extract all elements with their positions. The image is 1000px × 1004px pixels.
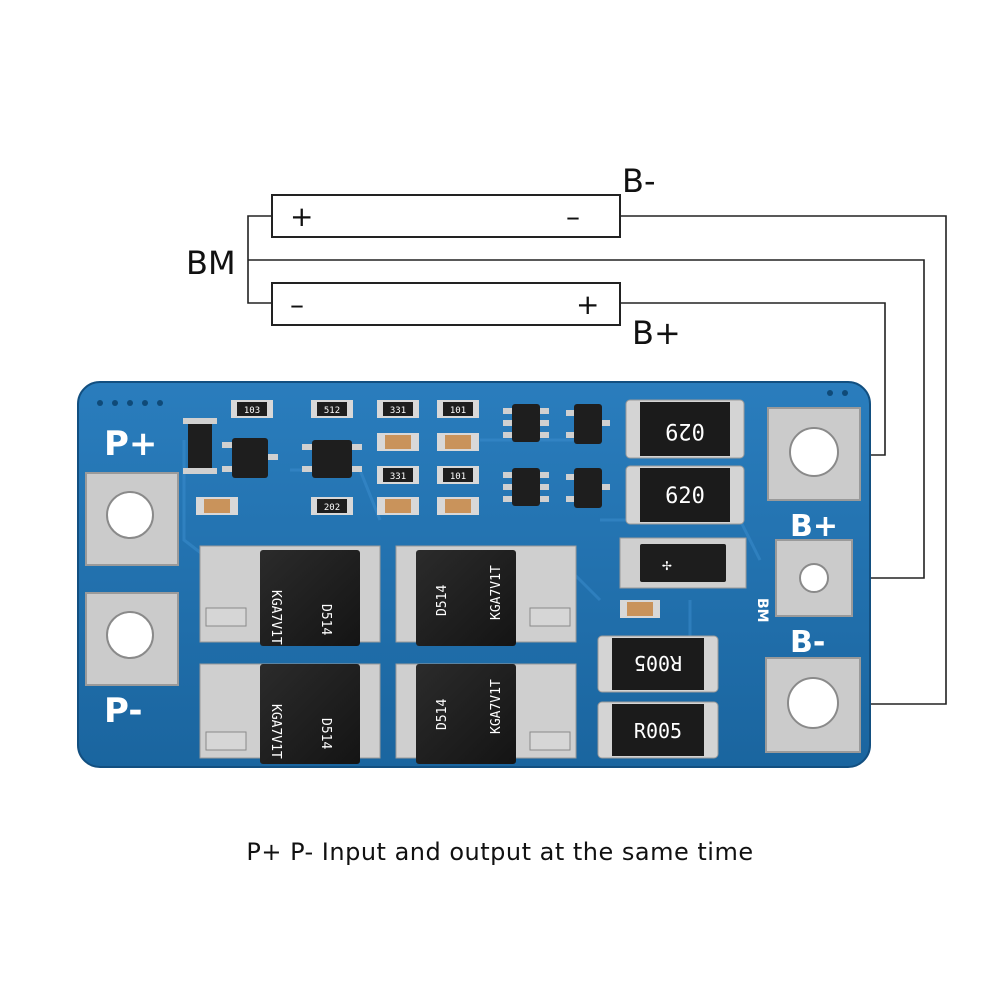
resistor-row-top: 103 512 331 101 [231, 400, 479, 418]
cell-top-minus: – [566, 200, 580, 233]
cell-bottom-plus: + [576, 288, 599, 321]
silk-p-minus: P- [104, 691, 142, 731]
mosfet-bottom-left: KGA7V1T D514 [199, 663, 381, 764]
wire-b-minus [620, 215, 947, 705]
pcb-board: P+ P- B+ B- BM 103 512 [77, 381, 871, 768]
mosfet-br-code: KGA7V1T [489, 679, 504, 734]
battery-cell-bottom: – + [271, 282, 621, 326]
resistor-r7: 202 [324, 503, 340, 513]
mosfet-br-date: D514 [435, 699, 450, 730]
mosfet-tl-code: KGA7V1T [268, 590, 283, 645]
shunt-029: 029 [625, 399, 745, 459]
silk-p-plus: P+ [104, 424, 157, 464]
pad-b-minus [765, 657, 861, 753]
resistor-r2: 512 [324, 406, 340, 416]
mosfet-tl-date: D514 [318, 604, 333, 635]
shunt-029-label: 029 [665, 418, 705, 443]
shunt-620-label: 620 [665, 484, 705, 509]
diode: ✢ [619, 537, 747, 589]
silk-bm: BM [754, 598, 770, 623]
capacitors [196, 433, 660, 618]
mosfet-bl-code: KGA7V1T [268, 704, 283, 759]
label-bm: BM [186, 244, 236, 282]
mosfet-bottom-right: D514 KGA7V1T [395, 663, 577, 764]
pad-b-plus [767, 407, 861, 501]
mosfet-top-right: D514 KGA7V1T [395, 545, 577, 646]
label-b-plus: B+ [632, 314, 681, 352]
mosfet-top-left: KGA7V1T D514 [199, 545, 381, 646]
silk-b-minus: B- [790, 625, 825, 660]
svg-text:✢: ✢ [662, 555, 672, 574]
shunt-r005-upper-label: R005 [634, 651, 682, 675]
shunt-620: 620 [625, 465, 745, 525]
wire-bm [248, 259, 925, 579]
shunt-r005-upper: R005 [597, 635, 719, 693]
cell-bottom-minus: – [290, 288, 304, 321]
small-ics [183, 404, 610, 508]
resistor-r4: 101 [450, 406, 466, 416]
pad-p-minus [85, 592, 179, 686]
mosfet-tr-date: D514 [435, 585, 450, 616]
resistor-r3: 331 [390, 406, 406, 416]
mosfet-bl-date: D514 [318, 718, 333, 749]
pad-bm [775, 539, 853, 617]
shunt-r005-lower-label: R005 [634, 719, 682, 743]
silk-b-plus: B+ [790, 509, 838, 544]
shunt-r005-lower: R005 [597, 701, 719, 759]
resistor-r5: 331 [390, 472, 406, 482]
battery-cell-top: + – [271, 194, 621, 238]
mosfet-tr-code: KGA7V1T [489, 565, 504, 620]
cell-top-plus: + [290, 200, 313, 233]
label-b-minus: B- [622, 162, 656, 200]
pad-p-plus [85, 472, 179, 566]
resistor-r1: 103 [244, 406, 260, 416]
resistor-row-mid: 331 101 202 [311, 466, 479, 515]
caption: P+ P- Input and output at the same time [246, 838, 754, 866]
resistor-r6: 101 [450, 472, 466, 482]
